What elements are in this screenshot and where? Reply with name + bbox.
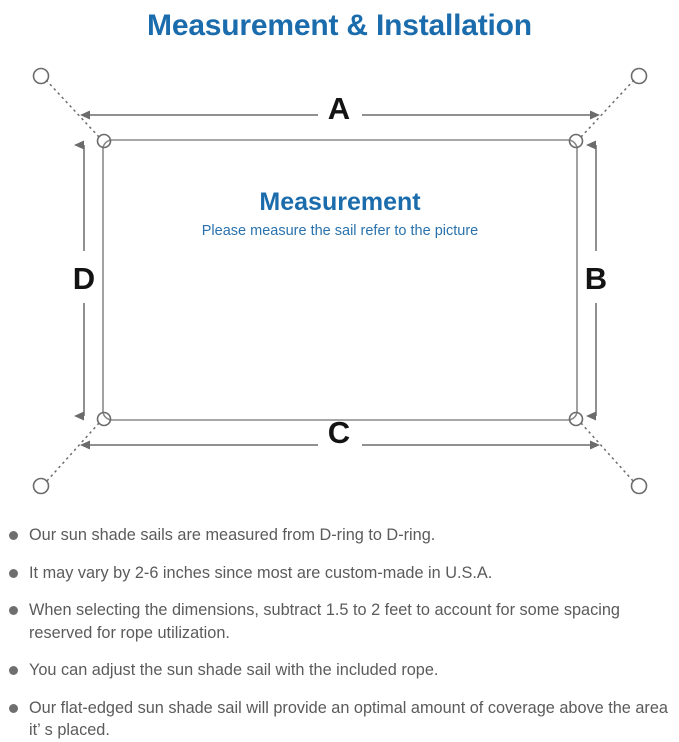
list-item: It may vary by 2-6 inches since most are…: [9, 562, 674, 585]
list-item-text: You can adjust the sun shade sail with t…: [29, 661, 439, 679]
list-item-text: Our sun shade sails are measured from D-…: [29, 526, 436, 544]
list-item-text: It may vary by 2-6 inches since most are…: [29, 563, 493, 582]
bullet-icon: [9, 568, 18, 578]
anchor-line-top-right: [580, 79, 635, 138]
d-ring-top-right: [568, 133, 584, 149]
anchor-lines-group: [45, 79, 635, 483]
list-item: Our sun shade sails are measured from D-…: [9, 524, 674, 547]
page-title: Measurement & Installation: [147, 9, 532, 42]
bullet-icon: [9, 666, 18, 675]
sail-rectangle: [102, 139, 578, 421]
d-ring-bottom-right: [568, 411, 584, 427]
mounting-ring-group: [32, 67, 648, 495]
list-item-text: When selecting the dimensions, subtract …: [29, 601, 620, 642]
anchor-line-bottom-left: [45, 422, 100, 483]
list-item: When selecting the dimensions, subtract …: [9, 599, 674, 644]
list-item: You can adjust the sun shade sail with t…: [9, 659, 674, 682]
mounting-ring-top-left: [32, 67, 50, 85]
list-item: Our flat-edged sun shade sail will provi…: [9, 697, 674, 742]
measurement-diagram: [0, 55, 679, 510]
bullet-icon: [9, 606, 18, 615]
mounting-ring-bottom-left: [32, 477, 50, 495]
mounting-ring-bottom-right: [630, 477, 648, 495]
list-item-text: Our flat-edged sun shade sail will provi…: [29, 698, 668, 740]
d-ring-group: [96, 133, 584, 427]
d-ring-bottom-left: [96, 411, 112, 427]
diagram-svg: [32, 67, 648, 495]
notes-list: Our sun shade sails are measured from D-…: [9, 524, 674, 742]
bullet-icon: [9, 531, 18, 540]
anchor-line-bottom-right: [580, 422, 635, 483]
bullet-icon: [9, 703, 18, 713]
mounting-ring-top-right: [630, 67, 648, 85]
anchor-line-top-left: [45, 79, 100, 138]
d-ring-top-left: [96, 133, 112, 149]
